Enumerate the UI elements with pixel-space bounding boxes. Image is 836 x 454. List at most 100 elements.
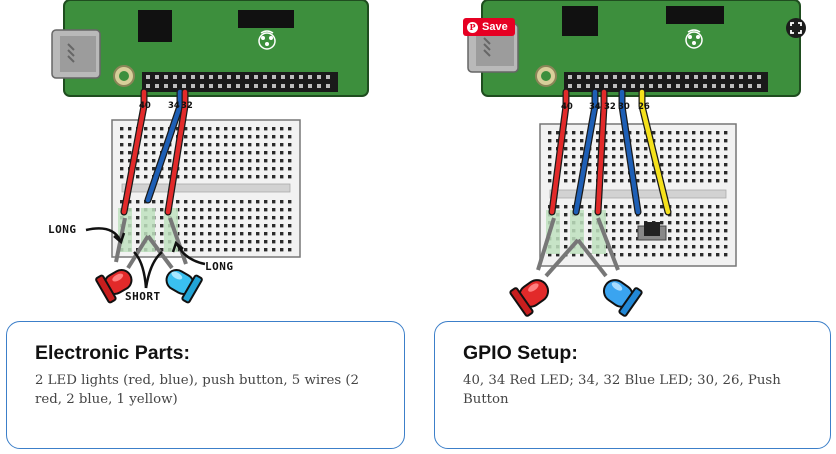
breadboard-hole	[264, 208, 268, 212]
breadboard-hole	[280, 167, 284, 171]
breadboard-hole	[660, 221, 664, 225]
breadboard-hole	[264, 224, 268, 228]
breadboard-hole	[184, 135, 188, 139]
breadboard-hole	[160, 127, 164, 131]
breadboard-hole	[144, 159, 148, 163]
gpio-pin	[703, 84, 707, 88]
diagram-right-svg: 40 34 32 30 26	[467, 0, 801, 317]
breadboard-hole	[684, 171, 688, 175]
breadboard-hole	[248, 175, 252, 179]
gpio-pin	[604, 84, 608, 88]
breadboard-hole	[668, 179, 672, 183]
breadboard-hole	[604, 139, 608, 143]
breadboard-hole	[200, 167, 204, 171]
breadboard-hole	[668, 163, 672, 167]
breadboard-hole	[264, 232, 268, 236]
breadboard-hole	[288, 159, 292, 163]
breadboard-hole	[716, 155, 720, 159]
breadboard-hole	[264, 159, 268, 163]
gpio-pin	[326, 84, 330, 88]
breadboard-hole	[636, 221, 640, 225]
breadboard-hole	[200, 200, 204, 204]
breadboard-hole	[612, 179, 616, 183]
wiring-diagram-left: 40 34 32 LONG LONG SHORT	[0, 0, 418, 318]
breadboard-hole	[264, 240, 268, 244]
breadboard-hole	[644, 147, 648, 151]
breadboard-hole	[700, 213, 704, 217]
breadboard-hole	[280, 200, 284, 204]
breadboard-hole	[224, 159, 228, 163]
breadboard-hole	[676, 171, 680, 175]
breadboard-hole	[700, 179, 704, 183]
blue-led	[165, 269, 203, 304]
breadboard-hole	[192, 232, 196, 236]
breadboard-hole	[692, 229, 696, 233]
breadboard-hole	[636, 131, 640, 135]
breadboard-hole	[160, 216, 164, 220]
gpio-pin	[631, 84, 635, 88]
pinterest-save-button[interactable]: P Save	[463, 18, 515, 36]
breadboard-hole	[240, 224, 244, 228]
breadboard-hole	[120, 167, 124, 171]
breadboard-hole	[548, 171, 552, 175]
breadboard-hole	[120, 143, 124, 147]
gpio-pin	[649, 84, 653, 88]
breadboard-hole	[692, 163, 696, 167]
breadboard-hole	[192, 248, 196, 252]
breadboard-hole	[280, 151, 284, 155]
breadboard-hole	[232, 216, 236, 220]
breadboard-hole	[716, 163, 720, 167]
gpio-pin	[317, 75, 321, 79]
breadboard-hole	[692, 179, 696, 183]
expand-button[interactable]	[786, 18, 806, 38]
gpio-pin	[622, 84, 626, 88]
breadboard-hole	[692, 131, 696, 135]
breadboard-hole	[264, 143, 268, 147]
breadboard-hole	[700, 253, 704, 257]
breadboard-hole	[588, 155, 592, 159]
breadboard-hole	[120, 127, 124, 131]
breadboard-hole	[192, 208, 196, 212]
breadboard-hole	[612, 171, 616, 175]
breadboard-hole	[288, 127, 292, 131]
breadboard-hole	[708, 205, 712, 209]
gpio-pin	[281, 75, 285, 79]
gpio-pin	[164, 75, 168, 79]
breadboard-hole	[564, 237, 568, 241]
breadboard-hole	[668, 229, 672, 233]
gpio-pin	[272, 84, 276, 88]
breadboard-hole	[724, 237, 728, 241]
breadboard-hole	[684, 163, 688, 167]
highlight-column	[592, 210, 606, 254]
breadboard-hole	[572, 163, 576, 167]
breadboard-hole	[684, 253, 688, 257]
gpio-pin	[236, 84, 240, 88]
breadboard-hole	[564, 147, 568, 151]
breadboard-hole	[192, 167, 196, 171]
breadboard-hole	[628, 221, 632, 225]
gpio-pin	[676, 75, 680, 79]
breadboard-hole	[224, 200, 228, 204]
breadboard-hole	[120, 135, 124, 139]
led-leg	[576, 238, 608, 278]
breadboard-hole	[676, 213, 680, 217]
breadboard-hole	[700, 205, 704, 209]
breadboard-hole	[596, 253, 600, 257]
breadboard-hole	[604, 163, 608, 167]
breadboard-hole	[128, 127, 132, 131]
gpio-pin	[730, 75, 734, 79]
red-led	[95, 269, 133, 304]
breadboard-hole	[152, 200, 156, 204]
breadboard-hole	[684, 245, 688, 249]
breadboard-hole	[200, 127, 204, 131]
breadboard-hole	[256, 167, 260, 171]
breadboard-hole	[208, 224, 212, 228]
gpio-pin	[667, 75, 671, 79]
breadboard-hole	[288, 232, 292, 236]
gpio-pin	[164, 84, 168, 88]
breadboard-hole	[240, 167, 244, 171]
breadboard-hole	[556, 131, 560, 135]
breadboard-hole	[580, 131, 584, 135]
gpio-pin	[326, 75, 330, 79]
breadboard-hole	[724, 171, 728, 175]
